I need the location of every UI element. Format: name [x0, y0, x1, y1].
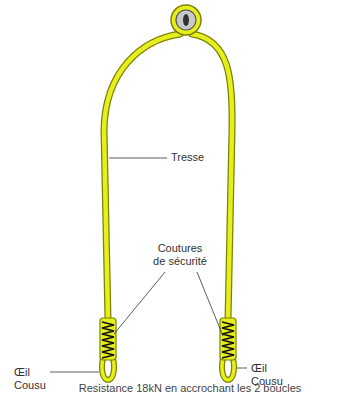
leader-line [50, 372, 99, 373]
sewn-eye-right [222, 358, 234, 380]
braid-label: Tresse [171, 151, 204, 164]
stitched-section-left [100, 318, 116, 360]
metal-eye-hole [183, 14, 189, 26]
stitching-label: Coutures de sécurité [151, 242, 209, 268]
sewn-eye-right [222, 358, 234, 380]
rope-right [192, 34, 232, 320]
leader-line [237, 368, 247, 369]
metal-eye [171, 5, 201, 35]
rope-left [104, 34, 180, 320]
sewn-eye-left [102, 358, 114, 380]
stitch-zigzag [102, 322, 114, 358]
stitched-section-right [220, 318, 236, 360]
leader-line [114, 272, 165, 334]
rope-left [104, 34, 180, 320]
eye-label: Œil Cousu [14, 366, 50, 392]
caption: Resistance 18kN en accrochant les 2 bouc… [40, 382, 340, 395]
leader-line [109, 158, 167, 159]
leader-line [197, 272, 223, 336]
sewn-eye-left [102, 358, 114, 380]
metal-eye [176, 10, 196, 30]
safety-stitching [102, 322, 234, 358]
stitch-zigzag [222, 322, 234, 358]
rope-right [192, 34, 232, 320]
